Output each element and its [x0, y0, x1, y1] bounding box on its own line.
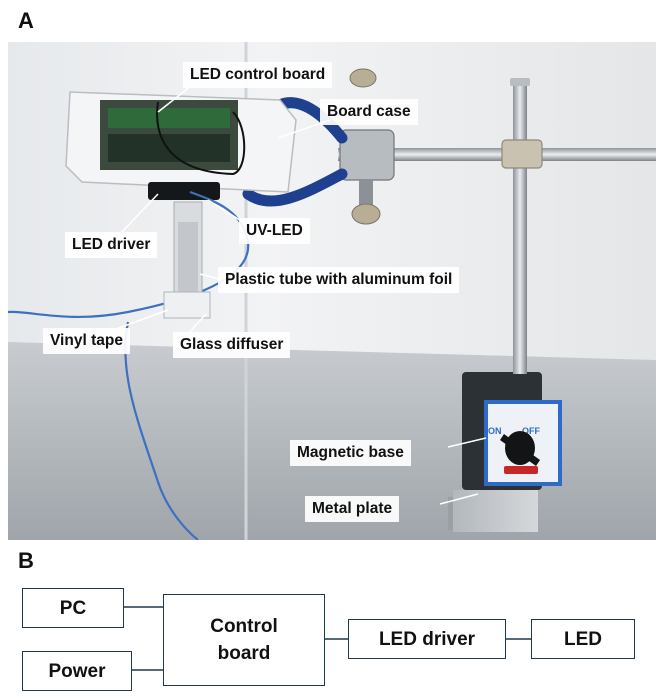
blue-clamp-lower [242, 168, 348, 207]
switch-off-text: OFF [522, 426, 540, 436]
panel-b-letter: B [18, 548, 34, 573]
clamp-screw [351, 203, 381, 225]
label-uv-led: UV-LED [239, 218, 310, 244]
led-driver-label: LED driver [378, 628, 476, 650]
block-diagram: PC Power Control board LED driver LED [0, 560, 662, 699]
label-metal-plate: Metal plate [305, 496, 400, 522]
label-vinyl-tape: Vinyl tape [43, 328, 130, 354]
led-driver-box: LED driver [348, 619, 506, 659]
control-board-box: Control board [163, 594, 325, 686]
label-board-case: Board case [320, 99, 418, 125]
label-magnetic-base: Magnetic base [290, 440, 411, 466]
led-box: LED [531, 619, 635, 659]
pc-label: PC [59, 597, 87, 619]
block-connectors [124, 606, 531, 671]
horizontal-rod [338, 148, 656, 161]
rod-clamp [501, 139, 543, 169]
panel-a-letter: A [18, 8, 34, 33]
power-label: Power [48, 660, 106, 682]
label-led-driver: LED driver [65, 232, 158, 258]
switch-on-text: ON [488, 426, 502, 436]
label-led-control-board: LED control board [183, 62, 333, 88]
pc-box: PC [22, 588, 124, 628]
control-board-label-line1: Control [210, 616, 278, 637]
base-switch-knob [500, 434, 540, 466]
brand-logo-mark [504, 466, 538, 474]
control-board-label-line2: board [217, 643, 271, 664]
metal-plate-shape [453, 490, 538, 532]
apparatus-photo: OFF ON LED [8, 42, 656, 540]
glass-diffuser-shape [163, 291, 211, 319]
power-box: Power [22, 651, 132, 691]
led-label: LED [564, 628, 602, 650]
leader-lines [107, 81, 487, 505]
label-glass-diffuser: Glass diffuser [173, 332, 291, 358]
label-plastic-tube: Plastic tube with aluminum foil [218, 267, 460, 293]
